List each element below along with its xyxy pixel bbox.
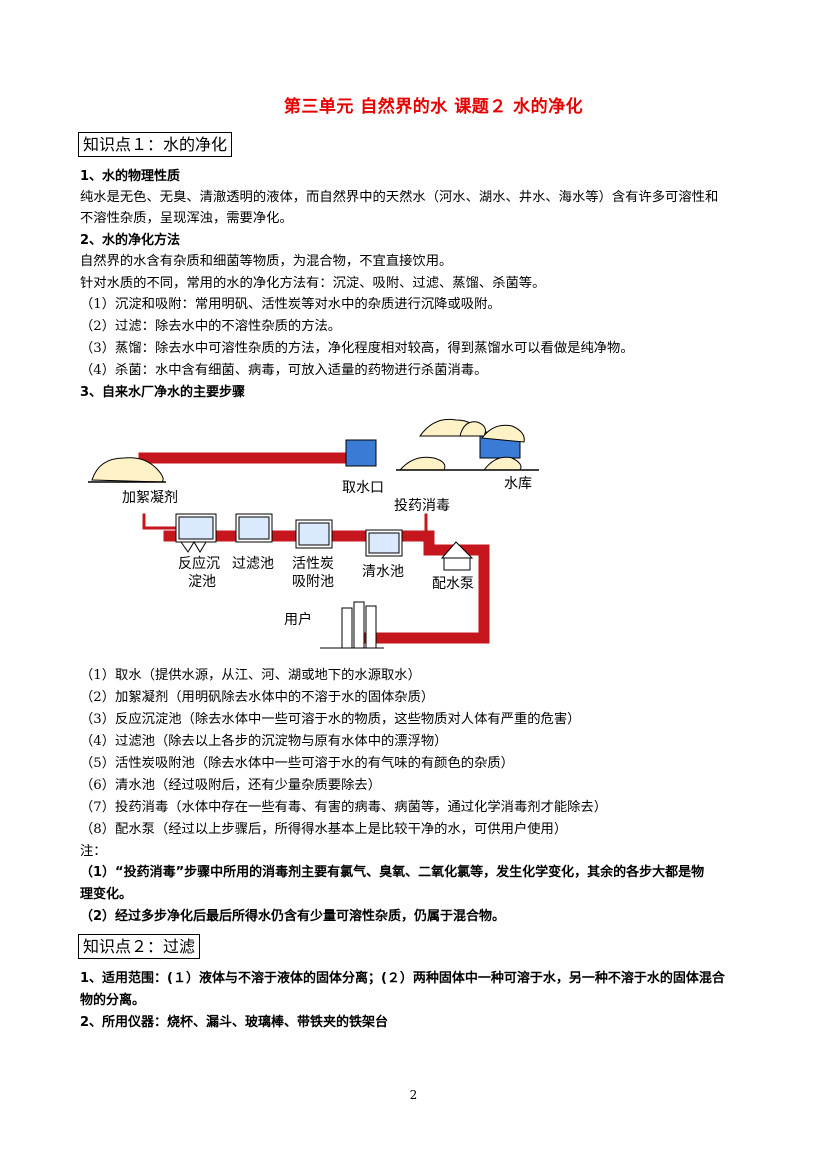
step-item: （8）配水泵（经过以上步骤后，所得得水基本上是比较干净的水，可供用户使用） [80, 822, 568, 837]
label-pump: 配水泵 [432, 576, 474, 592]
subheading-methods: 2、水的净化方法 [80, 233, 181, 248]
note-heading: 注： [80, 844, 107, 859]
method-item: （3）蒸馏：除去水中可溶性杂质的方法，净化程度相对较高，得到蒸馏水可以看做是纯净… [80, 341, 634, 356]
label-clear-water: 清水池 [362, 564, 404, 580]
page-number: 2 [409, 1088, 418, 1102]
label-filter: 过滤池 [232, 556, 274, 572]
subheading-plant-steps: 3、自来水厂净水的主要步骤 [80, 385, 246, 400]
label-carbon-2: 吸附池 [292, 574, 334, 590]
paragraph-line: 自然界的水含有杂质和细菌等物质，为混合物，不宜直接饮用。 [80, 254, 453, 269]
step-item: （6）清水池（经过吸附后，还有少量杂质要除去） [80, 778, 381, 793]
method-item: （4）杀菌：水中含有细菌、病毒，可放入适量的药物进行杀菌消毒。 [80, 363, 488, 378]
label-sedimentation-1: 反应沉 [178, 555, 220, 572]
step-item: （1）取水（提供水源，从江、河、湖或地下的水源取水） [80, 668, 421, 683]
label-reservoir: 水库 [504, 476, 532, 492]
carbon-tank [295, 519, 333, 549]
label-disinfect: 投药消毒 [394, 498, 450, 514]
paragraph-line: 针对水质的不同，常用的水的净化方法有：沉淀、吸附、过滤、蒸馏、杀菌等。 [80, 276, 546, 291]
user-buildings-icon [320, 601, 384, 649]
intake-box [345, 439, 377, 467]
note-item-cont: 理变化。 [80, 887, 133, 902]
paragraph-line: 不溶性杂质，呈现浑浊，需要净化。 [80, 211, 293, 226]
pump-house-icon [440, 541, 474, 571]
filter-tank [235, 513, 273, 543]
clear-water-tank [365, 529, 403, 557]
subheading-physical-properties: 1、水的物理性质 [80, 169, 181, 184]
label-sedimentation-2: 淀池 [188, 574, 216, 590]
label-intake: 取水口 [342, 480, 384, 496]
section-heading-purification: 知识点１：水的净化 [78, 132, 233, 157]
step-item: （7）投药消毒（水体中存在一些有毒、有害的病毒、病菌等，通过化学消毒剂才能除去） [80, 800, 608, 815]
label-user: 用户 [284, 611, 312, 628]
water-source-icon [88, 457, 166, 483]
paragraph-line: 2、所用仪器：烧杯、漏斗、玻璃棒、带铁夹的铁架台 [80, 1015, 389, 1030]
paragraph-line: 纯水是无色、无臭、清澈透明的液体，而自然界中的天然水（河水、湖水、井水、海水等）… [80, 190, 719, 205]
note-item: （2）经过多步净化后最后所得水仍含有少量可溶性杂质，仍属于混合物。 [80, 909, 506, 924]
sedimentation-tank [175, 513, 217, 553]
paragraph-line: 1、适用范围：(１）液体与不溶于液体的固体分离；(２）两种固体中一种可溶于水，另… [80, 971, 725, 986]
label-coagulant: 加絮凝剂 [122, 489, 178, 506]
section-heading-filtration: 知识点２：过滤 [78, 934, 201, 959]
step-item: （5）活性炭吸附池（除去水体中一些可溶于水的有气味的有颜色的杂质） [80, 756, 514, 771]
step-item: （3）反应沉淀池（除去水体中一些可溶于水的物质，这些物质对人体有严重的危害） [80, 712, 581, 727]
step-item: （2）加絮凝剂（用明矾除去水体中的不溶于水的固体杂质） [80, 690, 435, 705]
note-item: （1）“投药消毒”步骤中所用的消毒剂主要有氯气、臭氧、二氧化氯等，发生化学变化，… [80, 865, 705, 880]
water-treatment-diagram: 取水口 水库 加絮凝剂 投药消毒 反应沉 淀池 过滤池 活性炭 吸附池 清水池 … [88, 418, 539, 649]
method-item: （1）沉淀和吸附：常用明矾、活性炭等对水中的杂质进行沉降或吸附。 [80, 297, 501, 312]
method-item: （2）过滤：除去水中的不溶性杂质的方法。 [80, 319, 342, 334]
paragraph-line: 物的分离。 [80, 993, 146, 1008]
page-title: 第三单元 自然界的水 课题２ 水的净化 [283, 97, 584, 117]
step-item: （4）过滤池（除去以上各步的沉淀物与原有水体中的漂浮物） [80, 734, 448, 749]
reservoir-icon [396, 418, 539, 471]
label-carbon-1: 活性炭 [292, 556, 334, 572]
